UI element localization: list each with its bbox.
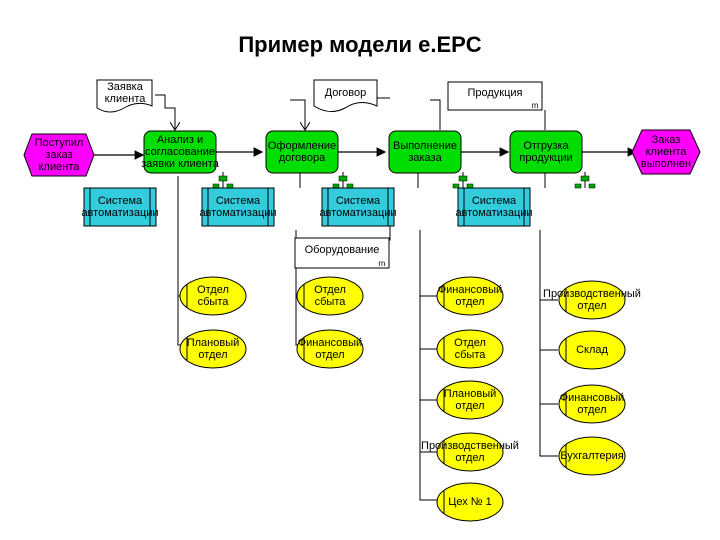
event-order-completed [631, 129, 701, 175]
org-icons [212, 175, 596, 189]
event-request-received [23, 133, 95, 177]
page-title: Пример модели е.EPC [238, 32, 482, 57]
doc-client-request [96, 79, 153, 113]
flow-connectors [92, 147, 638, 160]
function-contract-processing [265, 130, 339, 174]
departments [179, 276, 626, 522]
system-connectors [177, 172, 586, 188]
doc-product [447, 81, 543, 111]
doc-contract [313, 79, 378, 112]
doc-equipment [294, 237, 390, 269]
systems [83, 187, 531, 227]
function-order-execution [388, 130, 462, 174]
function-shipment [509, 130, 583, 174]
function-analysis [143, 130, 217, 174]
